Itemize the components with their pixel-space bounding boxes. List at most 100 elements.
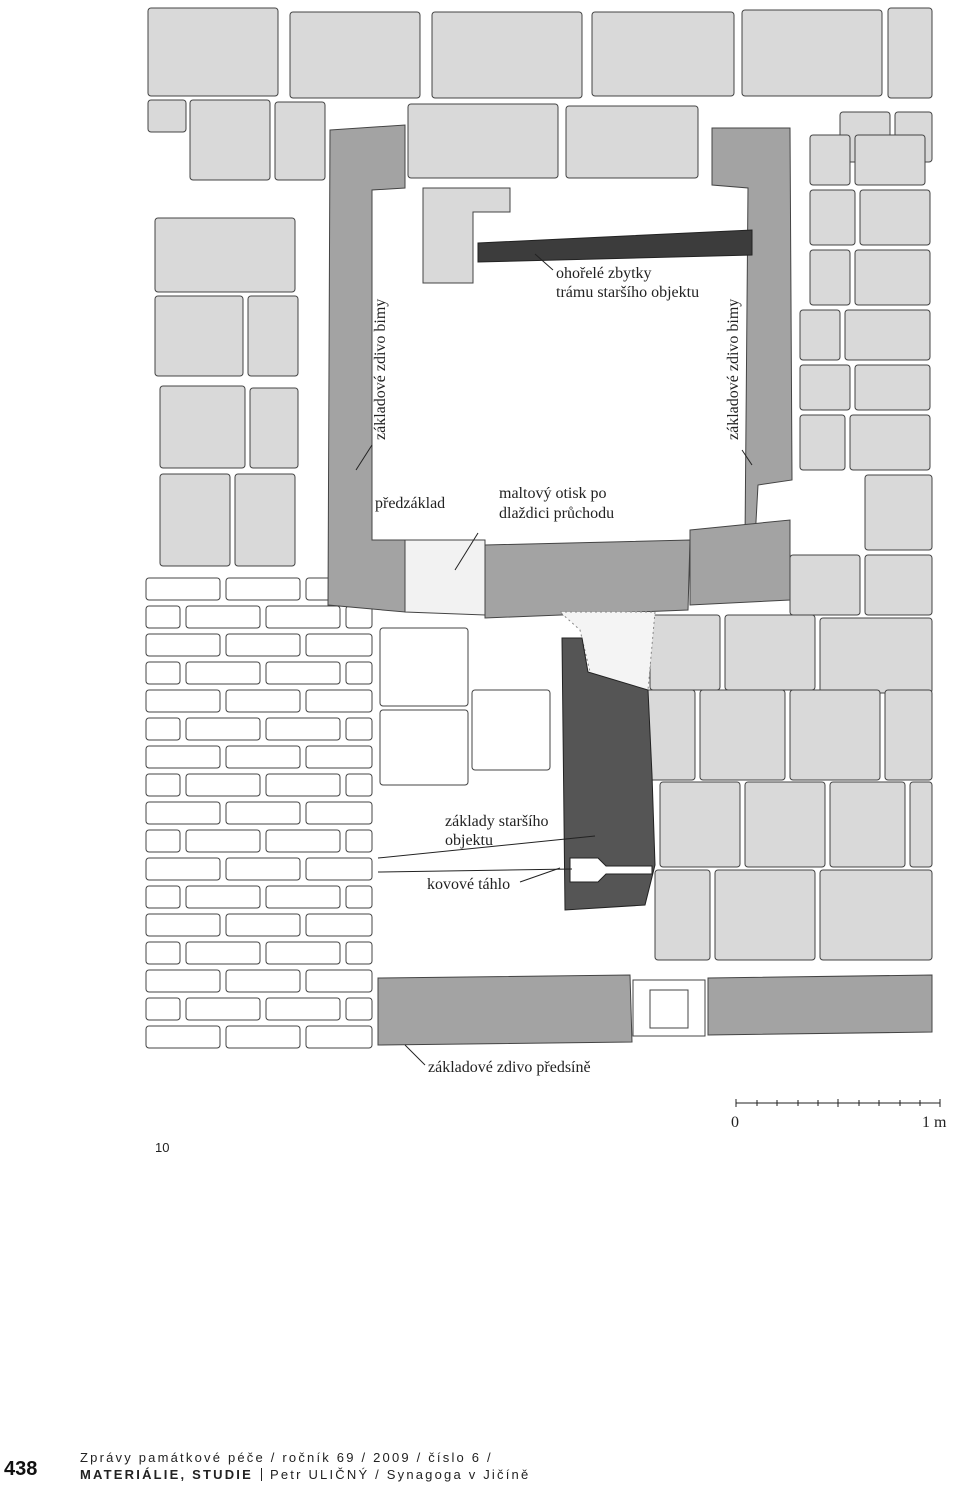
leader-burnt-beam [534,253,554,271]
brick [145,605,181,629]
figure-number: 10 [155,1140,170,1155]
brick [305,913,373,937]
brick [345,829,373,853]
label-burnt-beam-2: trámu staršího objektu [556,284,699,301]
paving-stone [844,309,931,361]
paving-stone [159,385,246,469]
leader-iron-tie [377,868,573,873]
brick [265,661,341,685]
paving-stone [909,781,933,868]
brick [145,773,181,797]
brick [265,605,341,629]
brick [345,661,373,685]
brick [185,661,261,685]
brick [145,577,221,601]
paving-stone [854,364,931,411]
older-foundations [561,637,656,911]
bima-foundation-wall-right [711,127,793,541]
paving-stone [147,7,279,97]
paving-stone [147,99,187,133]
brick [345,997,373,1021]
paving-stone [849,414,931,471]
brick [265,997,341,1021]
paving-stone [714,869,816,961]
brick [305,633,373,657]
paving-stone [819,617,933,694]
brick [145,969,221,993]
brick [265,885,341,909]
label-vestibule: základové zdivo předsíně [428,1059,591,1076]
scale-start: 0 [731,1114,739,1131]
paving-stone [699,689,786,781]
paving-stone [809,249,851,306]
brick [185,885,261,909]
brick [145,885,181,909]
leader-vestibule [404,1044,426,1066]
paving-stone [864,554,933,616]
brick [345,717,373,741]
brick [145,857,221,881]
journal-citation: Zprávy památkové péče / ročník 69 / 2009… [80,1450,493,1465]
brick [145,717,181,741]
paving-stone [799,364,851,411]
bima-foundation-wall [327,124,406,613]
brick [265,717,341,741]
brick [145,661,181,685]
brick [265,773,341,797]
paving-stone [884,689,933,781]
paving-stone [799,414,846,471]
brick [225,801,301,825]
paving-stones [147,7,933,961]
label-subfoundation: předzáklad [375,495,445,512]
mortar-imprint-area [404,539,486,616]
brick [145,941,181,965]
separator [260,1468,262,1481]
brick [305,745,373,769]
brick [225,633,301,657]
brick [345,941,373,965]
paving-stone [431,11,583,99]
brick [305,1025,373,1049]
paving-stone [289,11,421,99]
paving-square [471,689,551,771]
section-line: MATERIÁLIE, STUDIE Petr ULIČNÝ / Synagoga… [80,1467,530,1482]
label-burnt-beam-1: ohořelé zbytky [556,265,652,282]
paving-stone [829,781,906,868]
leader-bima-left [355,444,373,471]
paving-stone [407,103,559,179]
paving-stone [724,614,816,691]
paving-stone [159,473,231,567]
paving-stone [247,295,299,377]
brick [225,969,301,993]
paving-stone [741,9,883,97]
paving-stone [887,7,933,99]
brick [305,969,373,993]
inner-stone [422,187,511,284]
section-title: MATERIÁLIE, STUDIE [80,1467,253,1482]
label-bima-right: základové zdivo bimy [725,299,742,440]
paving-square [379,627,469,707]
paving-stone [249,387,299,469]
vestibule-block-inner [649,989,689,1029]
paving-stone [809,134,851,186]
brick [345,605,373,629]
brick [185,941,261,965]
scale-bar [735,1099,941,1107]
brick [305,801,373,825]
label-older-2: objektu [445,832,493,849]
paving-stone [659,781,741,868]
paving-stone [854,134,926,186]
brick [265,829,341,853]
label-older-1: základy staršího [445,813,549,830]
brick [185,997,261,1021]
leader-older [377,835,596,859]
paving-stone [854,249,931,306]
paving-stone [649,614,721,691]
brick [265,941,341,965]
brick [185,829,261,853]
leader-bima-right [741,449,753,466]
brick [225,1025,301,1049]
brick [145,689,221,713]
brick [145,829,181,853]
author-title: Petr ULIČNÝ / Synagoga v Jičíně [269,1467,531,1482]
